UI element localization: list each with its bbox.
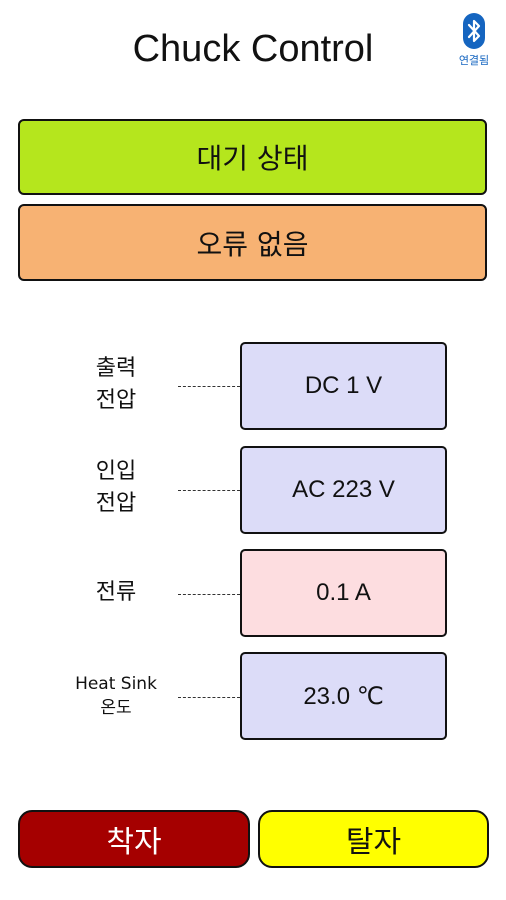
attach-button[interactable]: 착자 (18, 810, 250, 868)
app-title: Chuck Control (132, 28, 374, 70)
output-voltage-value: DC 1 V (304, 372, 383, 399)
current-connector (178, 594, 240, 595)
machine-state-text: 대기 상태 (196, 142, 309, 175)
input-voltage-connector (178, 490, 240, 491)
output-voltage-label: 출력 전압 (95, 356, 137, 413)
detach-button-label: 탈자 (345, 825, 402, 860)
heatsink-temp-value: 23.0 ℃ (303, 682, 384, 710)
current-value-box: 0.1 A (240, 549, 447, 637)
detach-button[interactable]: 탈자 (258, 810, 489, 868)
error-status-indicator: 오류 없음 (18, 204, 487, 281)
bluetooth-icon (463, 13, 485, 49)
error-status-text: 오류 없음 (196, 227, 309, 261)
current-value: 0.1 A (316, 579, 371, 606)
output-voltage-connector (178, 386, 240, 387)
attach-button-label: 착자 (106, 825, 162, 860)
heatsink-temp-value-box: 23.0 ℃ (240, 652, 447, 740)
machine-state-indicator: 대기 상태 (18, 119, 487, 195)
output-voltage-value-box: DC 1 V (240, 342, 447, 430)
heatsink-temp-connector (178, 697, 240, 698)
bluetooth-status[interactable]: 연결됨 (448, 12, 500, 68)
input-voltage-value: AC 223 V (292, 476, 395, 503)
current-label: 전류 (95, 580, 137, 605)
bluetooth-status-label: 연결됨 (458, 54, 490, 67)
input-voltage-label: 인입 전압 (95, 459, 137, 516)
input-voltage-value-box: AC 223 V (240, 446, 447, 534)
heatsink-temp-label: Heat Sink 온도 (75, 674, 157, 718)
